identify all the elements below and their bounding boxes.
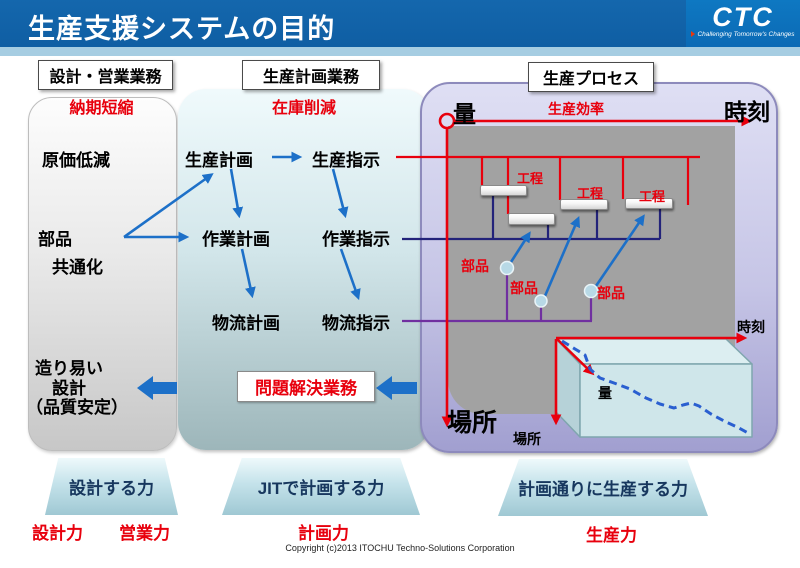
goal-inventory: 在庫削減 [271,100,336,117]
label-parts: 部品 [38,230,72,249]
label-kotei-1: 工程 [517,171,544,186]
header-production-planning: 生産計画業務 [242,60,380,90]
header-design-sales: 設計・営業業務 [38,60,173,90]
label-production-instruction: 生産指示 [312,151,380,170]
process-bar-3 [560,199,608,210]
label-graph-qty: 量 [598,385,612,401]
capability-jit-planning: JITで計画する力 [222,458,420,515]
page-title: 生産支援システムの目的 [28,14,336,44]
label-graph-time: 時刻 [737,319,765,335]
header-production-process: 生産プロセス [528,62,654,92]
capability-design: 設計する力 [45,458,178,515]
problem-solving-box: 問題解決業務 [237,371,375,402]
label-work-plan: 作業計画 [202,230,270,249]
label-logistics-instruction: 物流指示 [322,314,390,333]
label-easy-build-1: 造り易い [35,359,103,378]
process-bar-2 [508,213,555,225]
label-buhin-2: 部品 [510,280,538,296]
process-bar-1 [480,185,527,196]
label-logistics-plan: 物流計画 [212,314,280,333]
process-bar-4 [625,198,673,209]
label-commonization: 共通化 [52,258,103,277]
label-place-small: 場所 [513,431,541,447]
goal-efficiency: 生産効率 [548,101,604,117]
label-place-axis: 場所 [447,409,498,437]
label-cost-reduction: 原価低減 [42,151,110,170]
power-planning: 計画力 [298,524,349,543]
ctc-logo-tagline: Challenging Tomorrow's Changes [686,31,800,38]
label-time-axis: 時刻 [724,99,770,125]
power-sales: 営業力 [119,524,170,543]
label-production-plan: 生産計画 [185,151,253,170]
label-kotei-2: 工程 [577,186,604,201]
label-easy-build-3: （品質安定） [26,398,128,417]
title-underline-strip [0,47,800,56]
label-buhin-3: 部品 [597,285,625,301]
process-diagram-area [448,126,735,414]
title-bar: 生産支援システムの目的 [0,0,800,47]
capability-produce-as-planned: 計画通りに生産する力 [498,459,708,516]
copyright: Copyright (c)2013 ITOCHU Techno-Solution… [285,543,515,553]
label-work-instruction: 作業指示 [322,230,390,249]
label-buhin-1: 部品 [461,258,489,274]
logo-tagline-mark [691,31,696,38]
power-production: 生産力 [586,526,637,545]
ctc-logo-text: CTC [712,2,774,32]
goal-lead-time: 納期短縮 [69,100,134,117]
label-quantity-axis: 量 [453,101,476,127]
label-easy-build-2: 設計 [52,379,86,398]
label-kotei-3: 工程 [639,189,666,204]
ctc-logo: CTC Challenging Tomorrow's Changes [686,0,800,47]
power-design: 設計力 [32,524,83,543]
